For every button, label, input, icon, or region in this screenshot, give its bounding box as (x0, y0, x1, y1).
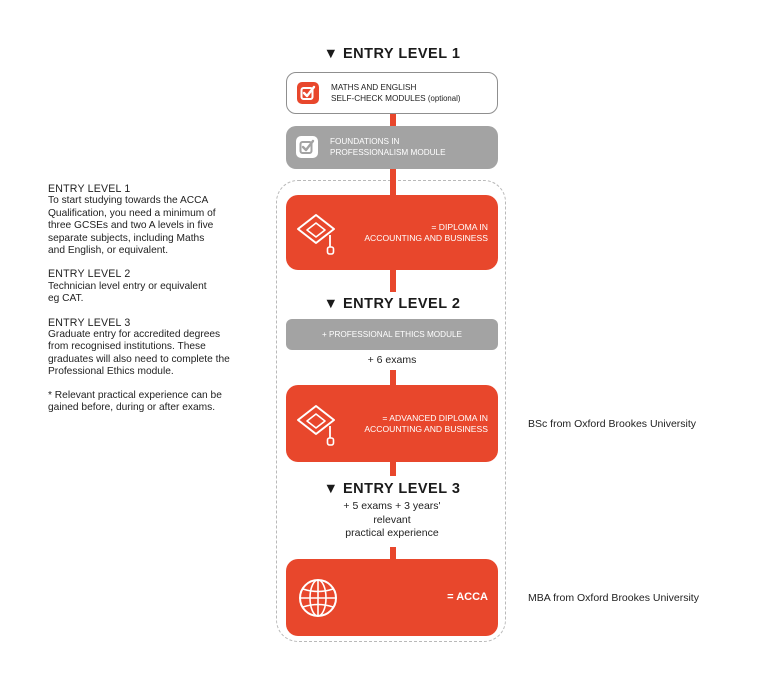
optional-tag: (optional) (427, 94, 461, 103)
connector-line (390, 547, 396, 559)
bsc-oxford-brookes-note: BSc from Oxford Brookes University (528, 418, 697, 430)
connector-line (390, 113, 396, 127)
practical-experience-note: * Relevant practical experience can be g… (48, 390, 263, 415)
checkbox-icon (297, 82, 319, 104)
ethics-module-label: + PROFESSIONAL ETHICS MODULE (321, 330, 463, 339)
description-line: Professional Ethics module. (48, 366, 174, 378)
entry-level-2-title: ENTRY LEVEL 2 (48, 268, 131, 281)
diploma-line-2: ACCOUNTING AND BUSINESS (364, 233, 488, 243)
acca-box: = ACCA (286, 559, 498, 636)
acca-label: = ACCA (447, 591, 488, 603)
entry-level-3-description: ENTRY LEVEL 3 Graduate entry for accredi… (48, 317, 263, 379)
foundations-label: FOUNDATIONS IN PROFESSIONALISM MODULE (330, 136, 446, 158)
description-line: from recognised institutions. These (48, 341, 206, 353)
connector-line (390, 462, 396, 476)
entry-level-1-title: ENTRY LEVEL 1 (48, 183, 131, 195)
requirement-line: + 5 exams + 3 years' (343, 500, 441, 512)
advanced-diploma-line-1: = ADVANCED DIPLOMA IN (382, 413, 488, 423)
mortarboard-icon (297, 214, 335, 255)
foundations-module-box: FOUNDATIONS IN PROFESSIONALISM MODULE (286, 126, 498, 169)
diploma-box: = DIPLOMA IN ACCOUNTING AND BUSINESS (286, 195, 498, 270)
entry-level-3-title: ENTRY LEVEL 3 (48, 316, 131, 329)
mba-oxford-brookes-note: MBA from Oxford Brookes University (528, 592, 699, 604)
self-check-label: MATHS AND ENGLISH SELF-CHECK MODULES (op… (331, 82, 460, 104)
six-exams-note: + 6 exams (367, 354, 417, 366)
diploma-line-1: = DIPLOMA IN (431, 222, 488, 232)
self-check-line-2: SELF-CHECK MODULES (optional) (331, 93, 460, 104)
description-line: three GCSEs and two A levels in five (48, 220, 214, 232)
entry-level-2-description: ENTRY LEVEL 2 Technician level entry or … (48, 268, 263, 305)
advanced-diploma-line-2: ACCOUNTING AND BUSINESS (364, 424, 488, 434)
requirement-line: relevant (373, 513, 411, 526)
description-line: Technician level entry or equivalent (48, 280, 207, 292)
description-line: eg CAT. (48, 293, 84, 305)
entry-level-1-heading: ▼ ENTRY LEVEL 1 (323, 46, 461, 62)
description-line: Qualification, you need a minimum of (48, 207, 216, 219)
mortarboard-icon (297, 405, 335, 446)
connector-line (390, 169, 396, 195)
self-check-modules-box: MATHS AND ENGLISH SELF-CHECK MODULES (op… (286, 72, 498, 114)
advanced-diploma-label: = ADVANCED DIPLOMA IN ACCOUNTING AND BUS… (364, 413, 488, 435)
diploma-label: = DIPLOMA IN ACCOUNTING AND BUSINESS (364, 222, 488, 244)
entry-level-2-heading: ▼ ENTRY LEVEL 2 (323, 296, 461, 312)
description-line: To start studying towards the ACCA (48, 195, 209, 207)
advanced-diploma-box: = ADVANCED DIPLOMA IN ACCOUNTING AND BUS… (286, 385, 498, 462)
description-line: gained before, during or after exams. (48, 402, 216, 414)
checkbox-icon (296, 136, 318, 158)
description-line: and English, or equivalent. (48, 245, 169, 257)
description-line: Graduate entry for accredited degrees (48, 329, 221, 341)
description-line: graduates will also need to complete the (48, 353, 230, 365)
entry-level-3-heading: ▼ ENTRY LEVEL 3 (323, 481, 461, 497)
self-check-line-1: MATHS AND ENGLISH (331, 83, 417, 92)
self-check-line-2-text: SELF-CHECK MODULES (331, 94, 426, 103)
connector-line (390, 370, 396, 385)
entry-level-1-description: ENTRY LEVEL 1 To start studying towards … (48, 183, 263, 257)
foundations-line-2: PROFESSIONALISM MODULE (330, 148, 446, 157)
description-line: separate subjects, including Maths (48, 232, 205, 244)
globe-icon (299, 579, 337, 617)
level-3-requirements: + 5 exams + 3 years' relevant practical … (280, 500, 504, 541)
connector-line (390, 270, 396, 292)
entry-level-descriptions: ENTRY LEVEL 1 To start studying towards … (48, 183, 263, 426)
requirement-line: practical experience (345, 527, 439, 539)
ethics-module-box: + PROFESSIONAL ETHICS MODULE (286, 319, 498, 350)
description-line: * Relevant practical experience can be (48, 389, 222, 401)
foundations-line-1: FOUNDATIONS IN (330, 137, 400, 146)
